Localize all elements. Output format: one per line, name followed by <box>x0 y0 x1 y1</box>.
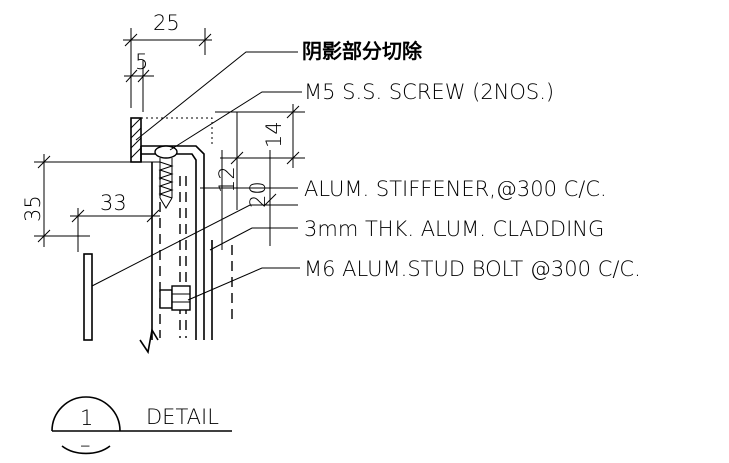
leader-bolt <box>187 267 300 301</box>
detail-tag-upper-arc <box>51 396 121 432</box>
dimension-33: 33 <box>70 191 160 252</box>
ss-screw-icon <box>154 145 178 209</box>
leader-stiffener-2 <box>91 204 298 287</box>
leader-lines <box>91 51 302 301</box>
dimension-12: 12 <box>215 112 244 210</box>
detail-number: 1 <box>80 406 93 430</box>
dim-25-label: 25 <box>153 11 180 35</box>
dim-20-label: 20 <box>246 181 270 208</box>
dimension-20: 20 <box>246 150 277 246</box>
callout-cut-note: 阴影部分切除 <box>302 39 423 63</box>
detail-tag: 1 – DETAIL <box>51 396 232 457</box>
detail-tag-lower-arc <box>61 445 111 455</box>
dim-12-label: 12 <box>215 166 239 193</box>
dimension-25: 25 <box>123 11 212 108</box>
break-line <box>139 327 159 355</box>
dim-5-label: 5 <box>135 50 148 74</box>
cut-zone-outline <box>141 117 213 146</box>
dim-35-label: 35 <box>21 195 45 222</box>
leader-cladding <box>209 227 298 251</box>
leader-cut-note <box>135 51 298 141</box>
left-panel <box>83 253 93 341</box>
stud-bolt-icon <box>159 285 191 311</box>
dimension-5: 5 <box>124 50 154 112</box>
dimension-35: 35 <box>21 154 160 247</box>
callout-stiffener: ALUM. STIFFENER,@300 C/C. <box>304 177 607 201</box>
callout-screw: M5 S.S. SCREW (2NOS.) <box>304 80 554 104</box>
leader-screw <box>169 91 302 151</box>
dim-14-label: 14 <box>262 121 286 148</box>
callout-bolt: M6 ALUM.STUD BOLT @300 C/C. <box>304 257 641 281</box>
dim-33-label: 33 <box>100 191 127 215</box>
detail-sheet: – <box>80 433 91 457</box>
detail-title: DETAIL <box>146 405 219 429</box>
callout-cladding: 3mm THK. ALUM. CLADDING <box>304 217 604 241</box>
dimension-14: 14 <box>215 104 305 168</box>
